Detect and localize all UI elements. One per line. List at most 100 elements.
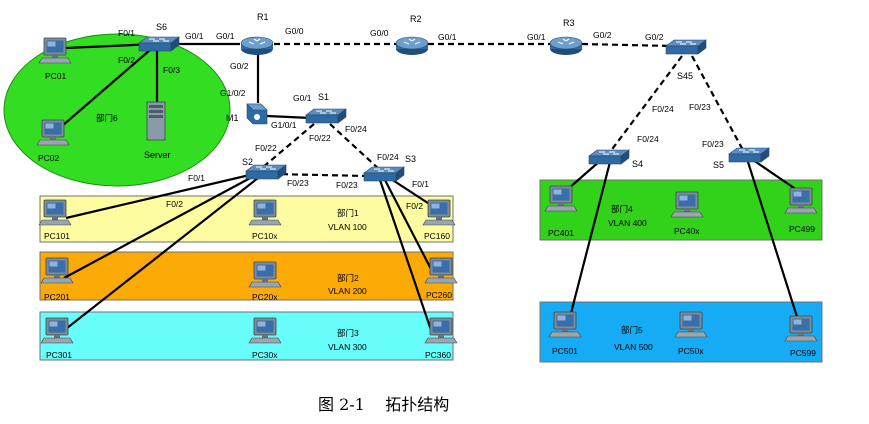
label-s5: S5 — [713, 160, 724, 170]
label-dept5: 部门5 — [621, 325, 643, 335]
label-m1: M1 — [226, 113, 239, 123]
link-s3-pc160 — [387, 176, 435, 208]
pc-icon-pc10x[interactable] — [248, 199, 282, 226]
label-dept1: 部门1 — [337, 208, 359, 218]
label-server: Server — [144, 150, 171, 160]
pc-icon-pc101[interactable] — [38, 199, 72, 226]
switch-s1[interactable] — [305, 108, 347, 124]
label-vlan400: VLAN 400 — [608, 218, 647, 228]
link-s45-s5 — [691, 55, 745, 153]
port-r1-g01: G0/1 — [216, 31, 235, 41]
links-solid — [61, 42, 800, 334]
dept3-zone — [39, 311, 454, 361]
link-s2-pc201 — [63, 175, 255, 279]
link-s1-s2 — [261, 123, 315, 169]
server-icon[interactable] — [146, 101, 166, 141]
label-r1: R1 — [257, 12, 269, 22]
dept4-zone — [539, 179, 823, 241]
port-m1-g101: G1/0/1 — [271, 120, 297, 130]
port-s2-f01: F0/1 — [188, 173, 205, 183]
router-r1[interactable] — [240, 36, 274, 56]
label-pc01: PC01 — [45, 71, 67, 81]
port-s1-f24: F0/24 — [345, 124, 367, 134]
pc-icon-pc160[interactable] — [422, 199, 456, 226]
label-pc201: PC201 — [44, 292, 70, 302]
pc-icon-pc401[interactable] — [544, 185, 578, 212]
port-s1-g01: G0/1 — [293, 93, 312, 103]
label-s6: S6 — [156, 22, 167, 32]
port-s45-f24: F0/24 — [652, 104, 674, 114]
switch-s6[interactable] — [138, 36, 180, 52]
label-vlan500: VLAN 500 — [614, 342, 653, 352]
dept1-zone — [39, 195, 454, 243]
port-s3-f24: F0/24 — [377, 152, 399, 162]
link-r3-s45 — [581, 42, 673, 48]
port-s6-pc02: F0/2 — [118, 55, 135, 65]
pc-icon-pc01[interactable] — [38, 37, 72, 64]
label-pc20x: PC20x — [252, 292, 278, 302]
pc-icon-pc30x[interactable] — [248, 317, 282, 344]
link-s5-pc499 — [752, 159, 798, 191]
pc-icon-pc499[interactable] — [784, 187, 818, 214]
pc-icon-pc50x[interactable] — [674, 311, 708, 338]
port-s5-f23: F0/23 — [702, 139, 724, 149]
label-pc30x: PC30x — [252, 350, 278, 360]
dept2-zone — [39, 251, 454, 301]
label-s4: S4 — [632, 159, 643, 169]
port-s3-f23: F0/23 — [336, 180, 358, 190]
pc-icon-pc40x[interactable] — [670, 191, 704, 218]
switch-s3[interactable] — [363, 166, 405, 182]
label-r2: R2 — [410, 14, 422, 24]
port-r2-g01: G0/1 — [438, 32, 457, 42]
pc-icon-pc301[interactable] — [40, 317, 74, 344]
label-s45: S45 — [677, 71, 693, 81]
port-s6-g01: G0/1 — [185, 31, 204, 41]
label-s3: S3 — [405, 154, 416, 164]
label-pc401: PC401 — [548, 228, 574, 238]
label-dept3: 部门3 — [337, 328, 359, 338]
label-pc40x: PC40x — [674, 226, 700, 236]
router-r3[interactable] — [549, 36, 583, 56]
link-s4-pc501 — [568, 161, 612, 318]
multilayer-switch-m1[interactable] — [246, 103, 268, 125]
port-s6-server: F0/3 — [163, 65, 180, 75]
pc-icon-pc501[interactable] — [548, 311, 582, 338]
label-vlan300: VLAN 300 — [328, 342, 367, 352]
switch-s45[interactable] — [665, 39, 707, 55]
label-vlan100: VLAN 100 — [328, 222, 367, 232]
pc-icon-pc360[interactable] — [424, 317, 458, 344]
port-r1-g02: G0/2 — [230, 61, 249, 71]
label-s1: S1 — [318, 92, 329, 102]
label-pc02: PC02 — [38, 153, 60, 163]
label-pc501: PC501 — [552, 346, 578, 356]
label-pc260: PC260 — [426, 290, 452, 300]
port-s2-f22: F0/22 — [255, 143, 277, 153]
link-s5-pc599 — [746, 161, 800, 321]
link-s3-pc360 — [378, 179, 434, 334]
label-pc160: PC160 — [424, 231, 450, 241]
dept6-zone — [3, 33, 231, 187]
pc-icon-pc599[interactable] — [784, 315, 818, 342]
switch-s5[interactable] — [728, 147, 770, 163]
port-s1-f22: F0/22 — [309, 133, 331, 143]
pc-icon-pc02[interactable] — [36, 119, 70, 146]
link-s3-pc260 — [384, 179, 433, 272]
pc-icon-pc20x[interactable] — [248, 261, 282, 288]
router-r2[interactable] — [395, 36, 429, 56]
label-r3: R3 — [563, 18, 575, 28]
switch-s4[interactable] — [588, 149, 630, 165]
pc-icon-pc201[interactable] — [40, 257, 74, 284]
label-vlan200: VLAN 200 — [328, 286, 367, 296]
pc-icon-pc260[interactable] — [424, 257, 458, 284]
switch-s2[interactable] — [245, 164, 287, 180]
link-m1-s1 — [266, 114, 312, 120]
label-pc10x: PC10x — [252, 231, 278, 241]
link-s45-s4 — [609, 55, 683, 153]
port-s4-f24: F0/24 — [637, 134, 659, 144]
link-s1-s3 — [329, 123, 381, 171]
port-s2-f02: F0/2 — [166, 199, 183, 209]
label-s2: S2 — [242, 157, 253, 167]
port-r3-g02: G0/2 — [593, 30, 612, 40]
port-r3-g01: G0/1 — [527, 32, 546, 42]
